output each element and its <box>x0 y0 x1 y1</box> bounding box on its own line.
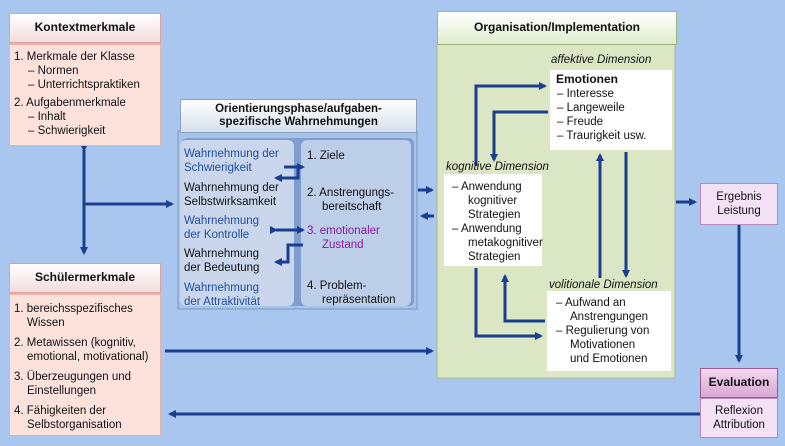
schueler-item-4-line-1: 4. Fähigkeiten der <box>14 405 107 417</box>
kontext-header: Kontextmerkmale <box>9 13 161 43</box>
kontext-item-2-sub-2: – Schwierigkeit <box>28 125 106 137</box>
kognitiv-line-2: kognitiver <box>468 195 518 207</box>
volitional-line-2: Anstrengungen <box>570 311 649 323</box>
zustand-line-1: 3. emotionaler <box>307 225 380 237</box>
kognitiv-line-6: Strategien <box>468 251 521 263</box>
emotionen-kognitiv-arrow <box>490 110 548 162</box>
evaluation-header: Evaluation <box>700 368 778 398</box>
kognitiv-line-5: metakognitiver <box>468 237 543 249</box>
kontext-title: Kontextmerkmale <box>34 20 136 35</box>
ergebnis-line-1: Ergebnis <box>716 190 762 203</box>
orientierung-title-line-1: Orientierungsphase/aufgaben- <box>215 102 382 115</box>
schueler-item-2-line-2: emotional, motivational) <box>27 351 149 363</box>
schueler-box <box>9 294 161 436</box>
schueler-item-1-line-1: 1. bereichsspezifisches <box>14 303 133 315</box>
affektiv-label: affektive Dimension <box>551 54 652 66</box>
volitional-box <box>547 291 671 371</box>
schueler-item-1-line-2: Wissen <box>27 317 65 329</box>
kontext-item-1-sub-2: – Unterrichtspraktiken <box>28 79 140 91</box>
orientierung-right-panel <box>301 140 411 306</box>
kontext-item-2-sub-1: – Inhalt <box>28 111 66 123</box>
wahrnehmung-selbstwirksamkeit-line-2: Selbstwirksamkeit <box>184 196 277 208</box>
volitional-line-1: – Aufwand an <box>556 297 626 309</box>
volitional-line-4: Motivationen <box>570 339 636 351</box>
wahrnehmung-attraktivitaet-line-2: der Attraktivität <box>184 296 261 308</box>
wahrnehmung-bedeutung-line-1: Wahrnehmung <box>184 248 260 260</box>
volitional-line-5: und Emotionen <box>570 353 648 365</box>
emotion-freude: – Freude <box>557 116 604 128</box>
emotionen-box <box>550 70 672 150</box>
problem-line-1: 4. Problem- <box>307 280 367 292</box>
emotionen-title: Emotionen <box>556 72 618 86</box>
wahrnehmung-selbstwirksamkeit-line-1: Wahrnehmung der <box>184 182 279 194</box>
orientierung-left-panel <box>180 140 294 306</box>
kognitiv-line-3: Strategien <box>468 209 521 221</box>
anstrengung-line-1: 2. Anstrengungs- <box>307 187 394 199</box>
volitional-kognitiv-arrow <box>501 274 545 323</box>
kontext-item-1-sub-1: – Normen <box>28 65 79 77</box>
kognitiv-emotionen-arrow <box>474 82 547 166</box>
schueler-item-4-line-2: Selbstorganisation <box>27 419 122 431</box>
ergebnis-box: Ergebnis Leistung <box>700 183 778 225</box>
organisation-header: Organisation/Implementation <box>437 11 677 45</box>
volitional-label: volitionale Dimension <box>549 279 658 291</box>
zustand-line-2: Zustand <box>322 239 364 251</box>
wahrnehmung-bedeutung-line-2: der Bedeutung <box>184 262 260 274</box>
arrows <box>80 82 743 418</box>
volitional-line-3: – Regulierung von <box>556 325 650 337</box>
kognitiv-volitional-arrow <box>474 268 543 340</box>
kognitiv-line-4: – Anwendung <box>452 223 522 235</box>
problem-line-2: repräsentation <box>322 294 396 306</box>
wahrnehmung-schwierigkeit-line-2: Schwierigkeit <box>184 162 252 174</box>
orientierung-header: Orientierungsphase/aufgaben-spezifische … <box>180 99 417 133</box>
schueler-item-3-line-2: Einstellungen <box>27 385 97 397</box>
kontext-box <box>9 44 161 146</box>
ziele-label: 1. Ziele <box>307 150 345 162</box>
wahrnehmung-schwierigkeit-line-1: Wahrnehmung der <box>184 148 279 160</box>
evaluation-box: Reflexion Attribution <box>700 398 778 438</box>
kontext-item-1: 1. Merkmale der Klasse <box>14 51 135 63</box>
kontext-item-2: 2. Aufgabenmerkmale <box>14 97 126 109</box>
orientierung-title-line-2: spezifische Wahrnehmungen <box>219 116 378 128</box>
evaluation-title: Evaluation <box>708 375 770 390</box>
wahrnehmung-kontrolle-line-2: der Kontrolle <box>184 229 250 241</box>
schueler-title: Schülermerkmale <box>34 270 136 285</box>
wahrnehmung-attraktivitaet-line-1: Wahrnehmung <box>184 282 260 294</box>
anstrengung-line-2: bereitschaft <box>322 201 382 213</box>
emotion-interesse: – Interesse <box>557 88 614 100</box>
ergebnis-line-2: Leistung <box>717 205 761 217</box>
organisation-title: Organisation/Implementation <box>473 20 641 35</box>
emotion-traurigkeit: – Traurigkeit usw. <box>557 130 647 142</box>
evaluation-line-2: Attribution <box>713 419 765 431</box>
schueler-item-2-line-1: 2. Metawissen (kognitiv, <box>14 337 136 349</box>
schueler-header: Schülermerkmale <box>9 263 161 293</box>
evaluation-line-1: Reflexion <box>715 404 763 417</box>
kognitiv-line-1: – Anwendung <box>452 181 522 193</box>
zustand-bedeutung-arrow <box>274 243 303 266</box>
kognitiv-label: kognitive Dimension <box>446 161 549 173</box>
schueler-item-3-line-1: 3. Überzeugungen und <box>14 371 132 383</box>
wahrnehmung-kontrolle-line-1: Wahrnehmung <box>184 215 260 227</box>
kognitiv-box <box>444 174 542 266</box>
emotion-langeweile: – Langeweile <box>557 102 625 114</box>
